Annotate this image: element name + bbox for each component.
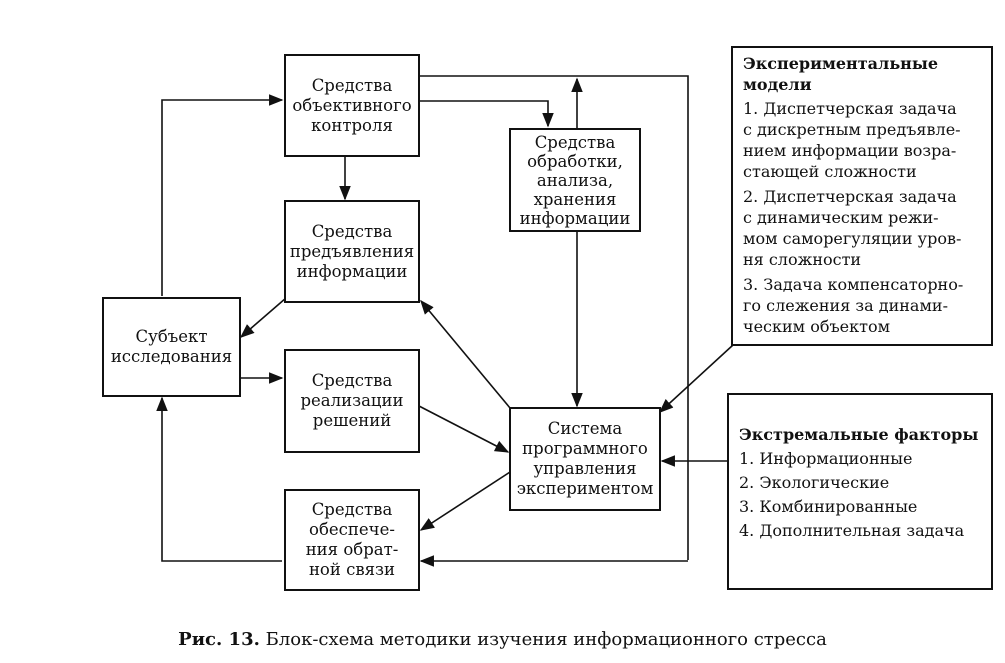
model-line: го слежения за динами- <box>743 296 948 315</box>
box-label-line: хранения <box>533 189 617 209</box>
arrow-objective-to-processing <box>419 100 554 128</box>
figure-caption: Рис. 13. Блок-схема методики изучения ин… <box>0 629 1005 650</box>
arrow-models-to-control <box>658 344 734 413</box>
model-line: ня сложности <box>743 250 862 269</box>
caption-label: Рис. 13. <box>178 629 260 650</box>
model-line: с дискретным предъявле- <box>743 120 961 139</box>
factor-item: 3. Комбинированные <box>739 497 918 516</box>
line-objective-to-right-bus <box>419 75 689 560</box>
box-label-line: исследования <box>110 347 233 366</box>
model-line: ческим объектом <box>743 317 891 336</box>
box-label-line: информации <box>296 261 408 281</box>
box-presentation: Средства предъявления информации <box>284 200 420 303</box>
model-item-1: 1. Диспетчерская задача с дискретным пре… <box>743 98 981 182</box>
model-line: нием информации возра- <box>743 141 957 160</box>
model-line: 1. Диспетчерская задача <box>743 99 957 118</box>
box-label-line: экспериментом <box>516 479 654 498</box>
factor-item: 4. Дополнительная задача <box>739 521 965 540</box>
box-label-line: программного <box>522 439 648 458</box>
model-item-3: 3. Задача компенсаторно- го слежения за … <box>743 274 981 337</box>
model-line: 3. Задача компенсаторно- <box>743 275 964 294</box>
box-control-system: Система программного управления эксперим… <box>509 407 661 511</box>
box-label-line: ной связи <box>308 560 396 579</box>
experimental-models-panel: Экспериментальные модели 1. Диспетчерска… <box>731 46 993 346</box>
caption-text: Блок-схема методики изучения информацион… <box>259 629 827 650</box>
extreme-factors-panel: Экстремальные факторы 1. Информационные … <box>727 393 993 590</box>
box-label-line: объективного <box>292 95 412 115</box>
box-label-line: предъявления <box>289 241 415 261</box>
box-label-line: реализации <box>300 391 404 410</box>
model-item-2: 2. Диспетчерская задача с динамическим р… <box>743 186 981 270</box>
box-label-line: обеспече- <box>309 520 395 539</box>
model-line: 2. Диспетчерская задача <box>743 187 957 206</box>
box-label-line: Средства <box>534 132 616 152</box>
model-line: с динамическим режи- <box>743 208 939 227</box>
box-label-line: Средства <box>311 500 393 519</box>
arrow-control-to-feedback <box>419 471 511 531</box>
box-label-line: управления <box>533 459 637 478</box>
box-label-line: решений <box>312 411 392 430</box>
models-title-line: модели <box>743 75 812 94</box>
factor-item: 1. Информационные <box>739 449 913 468</box>
arrow-presentation-to-subject <box>239 297 287 338</box>
box-label-line: Субъект <box>135 327 208 346</box>
box-label-line: информации <box>519 208 631 228</box>
box-label-line: Средства <box>311 221 393 241</box>
model-line: стающей сложности <box>743 162 917 181</box>
box-label-line: Средства <box>311 75 393 95</box>
factor-item: 2. Экологические <box>739 473 890 492</box>
box-label-line: Средства <box>311 371 393 390</box>
arrow-subject-to-objective-control <box>161 94 284 296</box>
box-label-line: контроля <box>311 115 393 135</box>
box-label-line: анализа, <box>536 170 614 190</box>
box-label-line: Система <box>547 419 623 438</box>
box-subject: Субъект исследования <box>102 297 241 397</box>
arrow-realization-to-control <box>418 405 510 453</box>
box-label-line: обработки, <box>527 151 623 171</box>
factors-title: Экстремальные факторы <box>739 425 979 444</box>
box-label-line: ния обрат- <box>305 540 399 559</box>
box-feedback: Средства обеспече- ния обрат- ной связи <box>284 489 420 591</box>
model-line: мом саморегуляции уров- <box>743 229 962 248</box>
models-title-line: Экспериментальные <box>743 54 939 73</box>
box-processing: Средства обработки, анализа, хранения ин… <box>509 128 641 232</box>
box-objective-control: Средства объективного контроля <box>284 54 420 157</box>
arrow-control-to-presentation <box>420 299 511 409</box>
box-realization: Средства реализации решений <box>284 349 420 453</box>
arrow-feedback-to-subject <box>156 396 282 562</box>
